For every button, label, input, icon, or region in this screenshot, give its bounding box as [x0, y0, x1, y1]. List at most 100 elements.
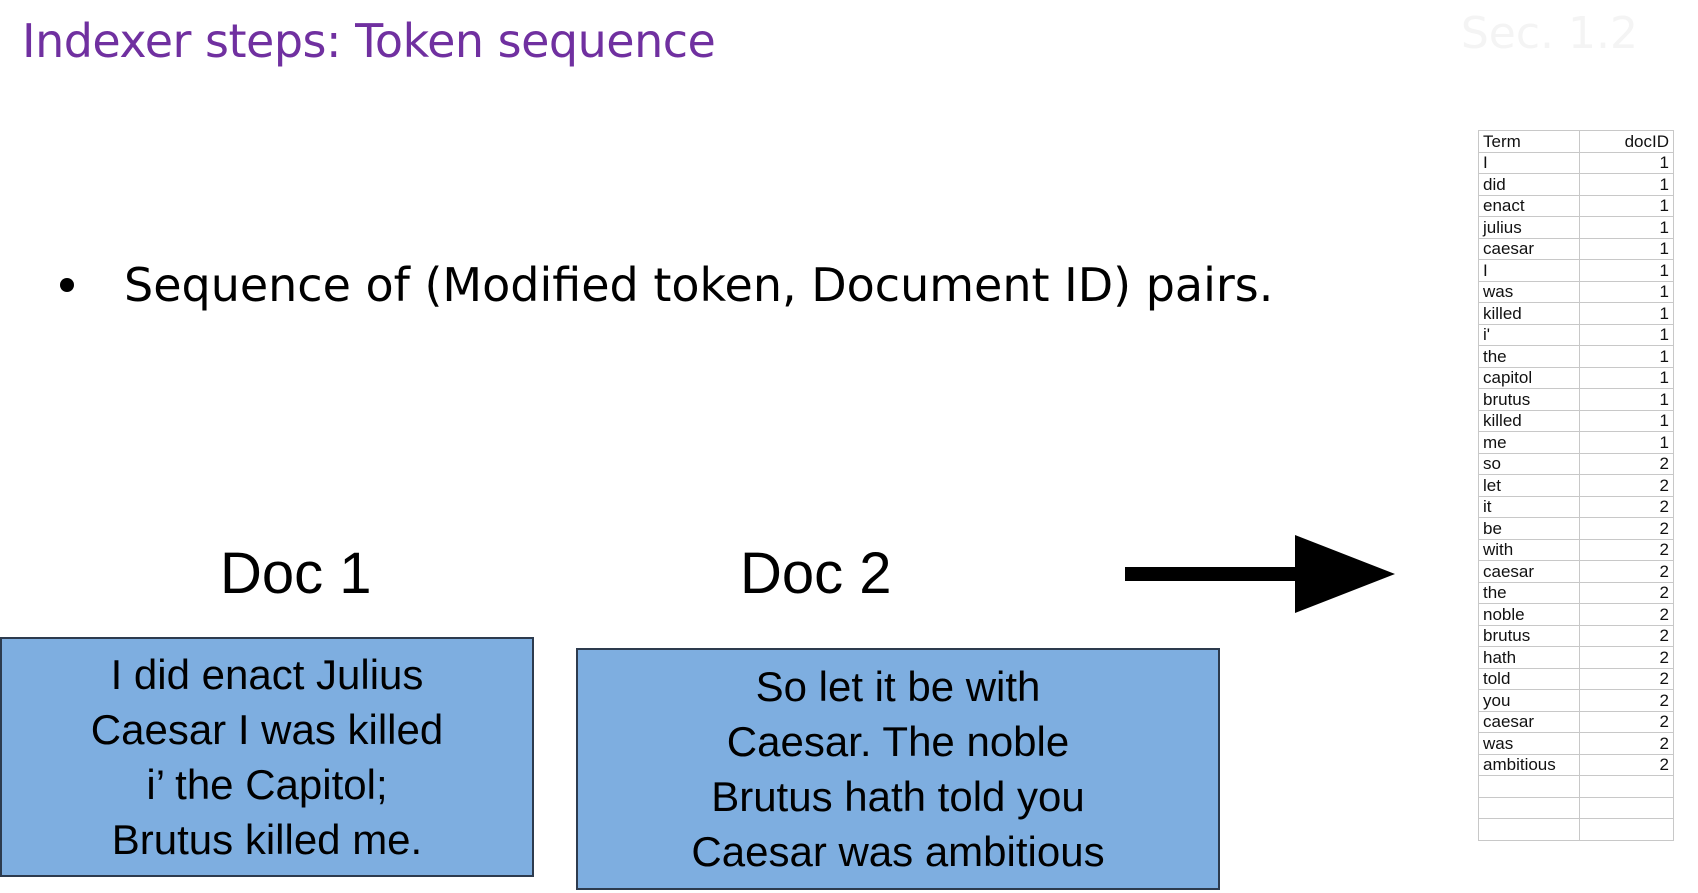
doc1-heading: Doc 1 [220, 541, 372, 606]
term-cell: I [1478, 259, 1580, 282]
term-cell: julius [1478, 216, 1580, 239]
doc1-line: I did enact Julius [110, 651, 424, 698]
section-label: Sec. 1.2 [1460, 8, 1638, 59]
docid-cell: 1 [1579, 431, 1674, 454]
table-row [1478, 796, 1674, 819]
docid-cell: 2 [1579, 560, 1674, 583]
table-row [1478, 775, 1674, 798]
table-header-row: Term docID [1478, 130, 1674, 153]
bullet-dot-icon [60, 278, 74, 292]
docid-cell: 1 [1579, 302, 1674, 325]
term-cell: hath [1478, 646, 1580, 669]
docid-cell: 1 [1579, 388, 1674, 411]
term-cell [1478, 818, 1580, 841]
term-cell: caesar [1478, 560, 1580, 583]
term-cell: ambitious [1478, 753, 1580, 776]
table-header-docid: docID [1579, 130, 1674, 153]
docid-cell: 2 [1579, 603, 1674, 626]
docid-cell: 1 [1579, 173, 1674, 196]
term-cell: let [1478, 474, 1580, 497]
docid-cell: 1 [1579, 409, 1674, 432]
term-cell: was [1478, 280, 1580, 303]
slide-title: Indexer steps: Token sequence [22, 14, 716, 68]
doc1-text-box: I did enact Julius Caesar I was killed i… [0, 637, 534, 877]
docid-cell: 2 [1579, 646, 1674, 669]
bullet-text: Sequence of (Modified token, Document ID… [124, 258, 1274, 312]
docid-cell: 2 [1579, 624, 1674, 647]
docid-cell: 1 [1579, 237, 1674, 260]
docid-cell: 2 [1579, 753, 1674, 776]
term-cell: enact [1478, 194, 1580, 217]
docid-cell: 1 [1579, 216, 1674, 239]
term-cell: caesar [1478, 710, 1580, 733]
docid-cell: 2 [1579, 581, 1674, 604]
docid-cell: 1 [1579, 345, 1674, 368]
doc2-heading: Doc 2 [740, 541, 892, 606]
doc2-line: Caesar was ambitious [691, 828, 1105, 875]
docid-cell: 2 [1579, 474, 1674, 497]
doc2-text-box: So let it be with Caesar. The noble Brut… [576, 648, 1220, 890]
term-cell: brutus [1478, 388, 1580, 411]
docid-cell: 1 [1579, 259, 1674, 282]
term-cell: caesar [1478, 237, 1580, 260]
right-arrow-icon [1125, 535, 1395, 613]
term-cell: be [1478, 517, 1580, 540]
docid-cell [1579, 818, 1674, 841]
docid-cell: 2 [1579, 495, 1674, 518]
term-cell: killed [1478, 409, 1580, 432]
docid-cell: 1 [1579, 280, 1674, 303]
term-cell: you [1478, 689, 1580, 712]
term-cell: so [1478, 452, 1580, 475]
term-cell: was [1478, 732, 1580, 755]
docid-cell: 2 [1579, 517, 1674, 540]
term-cell: with [1478, 538, 1580, 561]
docid-cell: 1 [1579, 151, 1674, 174]
term-cell: I [1478, 151, 1580, 174]
term-cell [1478, 796, 1580, 819]
doc2-line: So let it be with [755, 663, 1041, 710]
docid-cell: 2 [1579, 732, 1674, 755]
term-cell: i' [1478, 323, 1580, 346]
docid-cell: 1 [1579, 323, 1674, 346]
docid-cell [1579, 775, 1674, 798]
term-cell: did [1478, 173, 1580, 196]
docid-cell [1579, 796, 1674, 819]
doc1-line: Caesar I was killed [90, 706, 444, 753]
term-cell: it [1478, 495, 1580, 518]
doc2-line: Brutus hath told you [711, 773, 1085, 820]
doc1-line: Brutus killed me. [111, 816, 423, 863]
docid-cell: 2 [1579, 689, 1674, 712]
docid-cell: 2 [1579, 710, 1674, 733]
docid-cell: 1 [1579, 194, 1674, 217]
docid-cell: 2 [1579, 667, 1674, 690]
term-cell: brutus [1478, 624, 1580, 647]
term-cell: the [1478, 345, 1580, 368]
doc1-line: i’ the Capitol; [146, 761, 388, 808]
